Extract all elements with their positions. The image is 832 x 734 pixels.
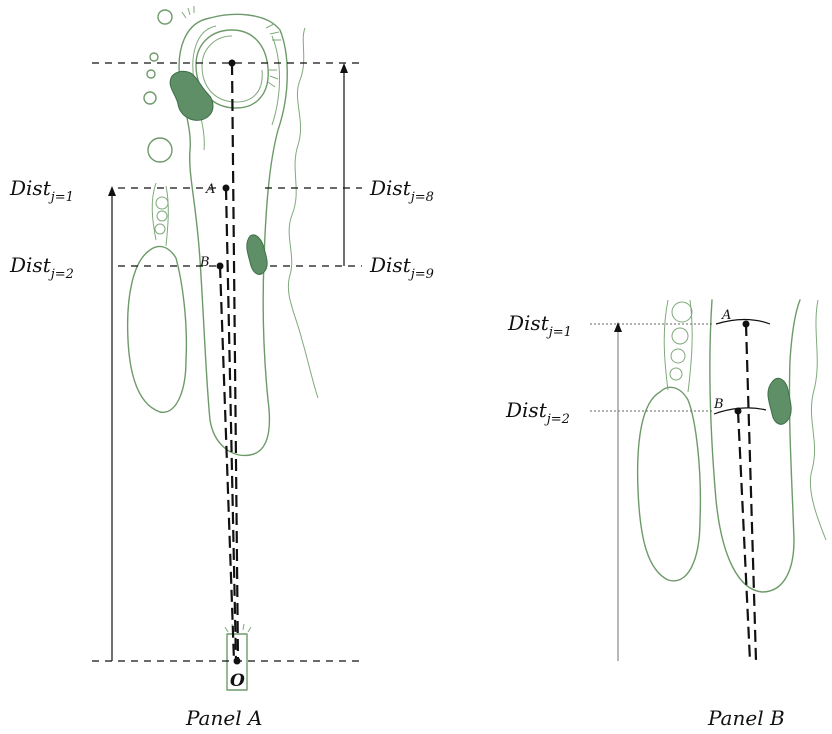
b-dist-j1-label: Distj=1: [507, 311, 572, 340]
path-a-to-origin: [224, 187, 238, 662]
left-column-sketch: [151, 182, 169, 247]
top-cell-inner: [201, 35, 263, 103]
tiny-circle-2: [149, 52, 159, 62]
b-main-body-outline: [709, 299, 801, 593]
dist-j2-label-a: Distj=2: [9, 253, 74, 282]
dist-j2-sub-a: j=2: [48, 267, 74, 282]
b-dist-j2-base: Dist: [505, 398, 548, 422]
b-arc-at-a: [715, 318, 771, 325]
panel-a-title: Panel A: [186, 706, 263, 730]
dist-j1-base-a: Dist: [9, 176, 52, 200]
b-right-dark-spot: [767, 377, 792, 425]
b-point-a: [742, 320, 750, 328]
point-origin: [233, 657, 241, 665]
point-a: [222, 184, 230, 192]
left-bead-3: [154, 223, 166, 235]
dist-j9-base-a: Dist: [369, 253, 412, 277]
b-bead-1: [671, 301, 693, 323]
b-left-column-sketch: [663, 299, 693, 393]
path-b-to-origin: [218, 265, 236, 662]
origin-label: O: [230, 671, 245, 691]
dist-j1-sub-a: j=1: [48, 190, 74, 205]
dist-j8-label-a: Distj=8: [369, 176, 434, 205]
right-dark-spot: [246, 234, 268, 275]
dist-j8-sub-a: j=8: [408, 190, 434, 205]
panel-b-title: Panel B: [708, 706, 785, 730]
dist-j8-base-a: Dist: [369, 176, 412, 200]
b-arrow-head: [614, 322, 622, 332]
point-top: [228, 59, 236, 67]
point-b: [216, 262, 224, 270]
dist-j9-label-a: Distj=9: [369, 253, 434, 282]
tiny-circle-3: [146, 69, 156, 79]
origin-box: [226, 633, 248, 691]
dist-j9-sub-a: j=9: [408, 267, 434, 282]
dist-j1-label-a: Distj=1: [9, 176, 74, 205]
path-top-to-origin: [230, 62, 240, 662]
right-wavy-boundary: [287, 27, 319, 399]
left-elongated-sketch: [126, 245, 188, 413]
b-dist-j1-base: Dist: [507, 311, 550, 335]
top-cell: [195, 29, 269, 109]
dist-j2-base-a: Dist: [9, 253, 52, 277]
b-point-b-label: B: [713, 397, 724, 412]
panel-a-diagram: A B O Distj=1 Distj=2 Distj=8 Distj=9: [9, 6, 434, 691]
left-small-circle: [147, 137, 173, 163]
b-dist-j2-label: Distj=2: [505, 398, 570, 427]
point-b-label: B: [199, 255, 210, 270]
b-bead-3: [670, 348, 686, 364]
b-dist-j2-sub: j=2: [544, 412, 570, 427]
left-bead-1: [155, 196, 169, 210]
b-point-a-label: A: [721, 308, 731, 323]
b-right-wavy-boundary: [809, 299, 827, 541]
b-path-b: [736, 410, 752, 662]
tiny-circle-1: [157, 9, 173, 25]
b-bead-2: [671, 327, 689, 345]
panel-b-diagram: A B Distj=1 Distj=2: [505, 299, 827, 662]
main-body-outline: [178, 13, 288, 457]
b-left-elongated-sketch: [636, 386, 702, 582]
b-dist-j1-sub: j=1: [546, 325, 572, 340]
b-bead-4: [669, 367, 683, 381]
b-point-b: [734, 407, 742, 415]
left-dark-spot: [169, 70, 214, 121]
tiny-circle-4: [143, 91, 157, 105]
right-arrow-head: [340, 63, 348, 73]
left-arrow-head: [108, 186, 116, 196]
top-cell-spikes: [181, 6, 281, 88]
left-bead-2: [156, 210, 168, 222]
point-a-label: A: [205, 182, 215, 197]
b-path-a: [744, 323, 758, 662]
